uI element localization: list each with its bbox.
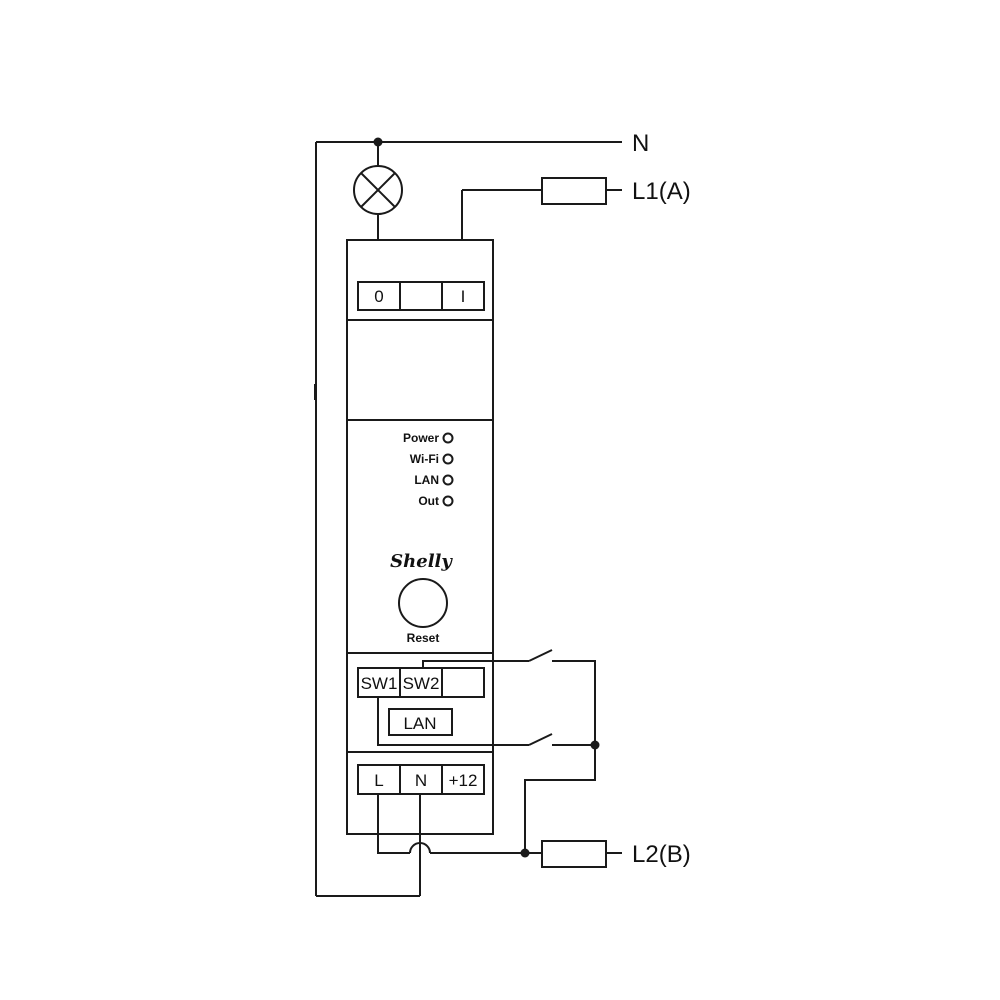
neutral-label: N [632, 130, 649, 157]
fuse-l1 [541, 177, 607, 205]
switch-contact-lower [528, 733, 553, 746]
lan-port-label: LAN [403, 714, 436, 733]
reset-button[interactable] [398, 578, 448, 628]
junction-dot [373, 137, 383, 147]
lan-led-icon [442, 474, 454, 486]
terminal-label: +12 [449, 771, 478, 790]
reset-label: Reset [407, 631, 440, 645]
terminal-label: SW1 [361, 674, 398, 693]
line1-label: L1(A) [632, 178, 691, 205]
terminal-label: N [415, 771, 427, 790]
switch-contact-upper [528, 649, 553, 662]
lan-port [388, 708, 453, 736]
supply-wiring [377, 794, 622, 896]
fuse-l2 [541, 840, 607, 868]
wifi-led-icon [442, 453, 454, 465]
terminal-label: I [461, 287, 466, 306]
terminal-12v [441, 764, 485, 795]
led-label-wifi: Wi-Fi [410, 452, 439, 466]
status-leds: Power Wi-Fi LAN Out [403, 431, 454, 508]
terminal-blank [441, 667, 485, 698]
switch-terminal-block: SW1 SW2 [357, 667, 485, 698]
brand-logo: Shelly [390, 551, 453, 572]
junction-dot [520, 848, 530, 858]
out-led-icon [442, 495, 454, 507]
switch-wiring [377, 649, 600, 853]
power-terminal-block: L N +12 [357, 764, 485, 795]
terminal-blank [399, 281, 443, 311]
neutral-wiring [315, 137, 622, 897]
terminal-output-i [441, 281, 485, 311]
output-terminal-block: 0 I [357, 281, 485, 311]
led-label-out: Out [418, 494, 439, 508]
led-label-lan: LAN [414, 473, 439, 487]
terminal-label: L [374, 771, 383, 790]
terminal-label: SW2 [403, 674, 440, 693]
power-led-icon [442, 432, 454, 444]
led-label-power: Power [403, 431, 439, 445]
line2-label: L2(B) [632, 841, 691, 868]
lamp-icon [353, 165, 403, 215]
terminal-label: 0 [374, 287, 383, 306]
